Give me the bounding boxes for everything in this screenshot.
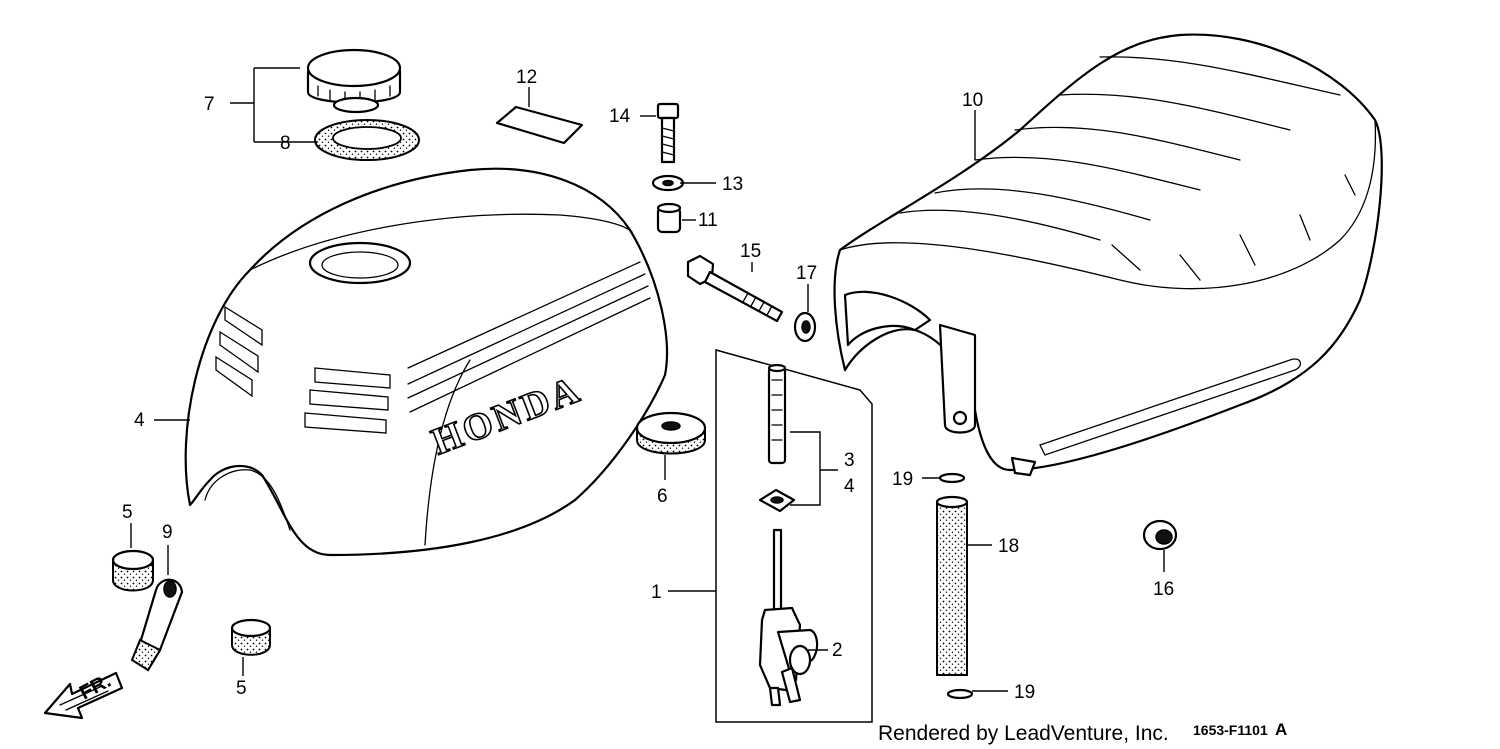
credit-text: Rendered by LeadVenture, Inc. <box>878 722 1169 745</box>
washer-17 <box>793 311 817 343</box>
callout-2: 2 <box>832 640 843 661</box>
hose-clip-upper <box>938 472 966 484</box>
bolt-14 <box>656 102 680 164</box>
callout-19-lower: 19 <box>1014 682 1035 703</box>
callout-15: 15 <box>740 241 761 262</box>
callout-6: 6 <box>657 486 668 507</box>
tank-band <box>130 578 184 672</box>
emblem-plate <box>495 105 584 145</box>
seat <box>833 33 1383 477</box>
o-ring-nut <box>758 488 796 513</box>
callout-7: 7 <box>204 94 215 115</box>
callout-8: 8 <box>280 133 291 154</box>
strainer-screen <box>767 363 787 465</box>
fuel-valve <box>758 528 819 707</box>
front-direction-arrow: FR. <box>43 670 124 720</box>
callout-14: 14 <box>609 106 631 127</box>
callout-1: 1 <box>651 582 662 603</box>
cushion-5-lower <box>230 618 272 656</box>
callout-12: 12 <box>516 67 537 88</box>
washer-13 <box>651 174 685 192</box>
figure-revision: A <box>1275 720 1287 739</box>
callout-5-lower: 5 <box>236 678 247 699</box>
hose-clip-lower <box>946 688 974 700</box>
figure-code: 1653-F1101 <box>1193 722 1268 738</box>
callout-4-valve: 4 <box>844 476 855 497</box>
callout-19-upper: 19 <box>892 469 913 490</box>
grommet <box>1142 519 1178 551</box>
fuel-hose <box>935 495 969 676</box>
callout-11: 11 <box>698 210 718 231</box>
tank-cushion <box>635 411 707 455</box>
collar-11 <box>656 202 682 234</box>
callout-4-tank: 4 <box>134 410 145 431</box>
callout-13: 13 <box>722 174 743 195</box>
fuel-cap <box>306 48 402 114</box>
callout-labels: 1 2 3 4 4 5 5 6 7 8 9 10 11 12 13 14 15 … <box>122 67 1174 703</box>
callout-16: 16 <box>1153 579 1174 600</box>
callout-10: 10 <box>962 90 983 111</box>
cushion-5-upper <box>111 549 155 592</box>
cap-gasket <box>314 119 420 161</box>
callout-3: 3 <box>844 450 855 471</box>
bolt-15 <box>686 254 784 323</box>
leader-lines <box>130 67 1165 692</box>
callout-17: 17 <box>796 263 817 284</box>
callout-18: 18 <box>998 536 1019 557</box>
callout-9: 9 <box>162 522 173 543</box>
callout-5-upper: 5 <box>122 502 133 523</box>
fuel-tank: HONDA <box>184 167 668 557</box>
valve-assembly-bracket <box>715 349 873 723</box>
